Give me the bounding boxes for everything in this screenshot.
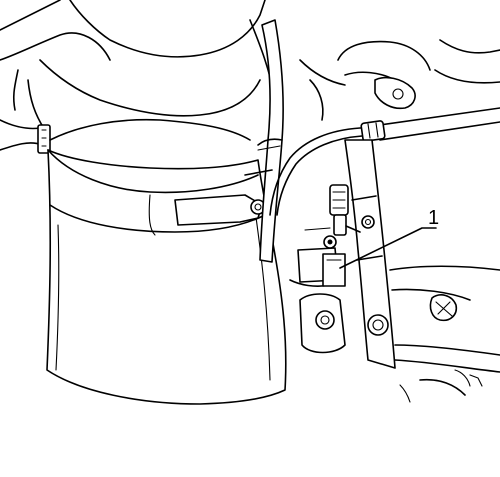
sensor-harness-tube <box>269 107 500 216</box>
vertical-bracket <box>244 19 284 263</box>
left-upper-components <box>0 0 266 154</box>
upper-housing <box>39 19 276 141</box>
right-lower-components <box>389 265 500 403</box>
callout-leader <box>339 227 437 269</box>
sensor-assembly <box>323 184 361 249</box>
shield-strap <box>174 194 266 226</box>
lower-center-components <box>289 227 346 354</box>
target-component <box>322 253 346 287</box>
heat-shield <box>46 149 287 405</box>
right-upper-components <box>299 39 500 121</box>
